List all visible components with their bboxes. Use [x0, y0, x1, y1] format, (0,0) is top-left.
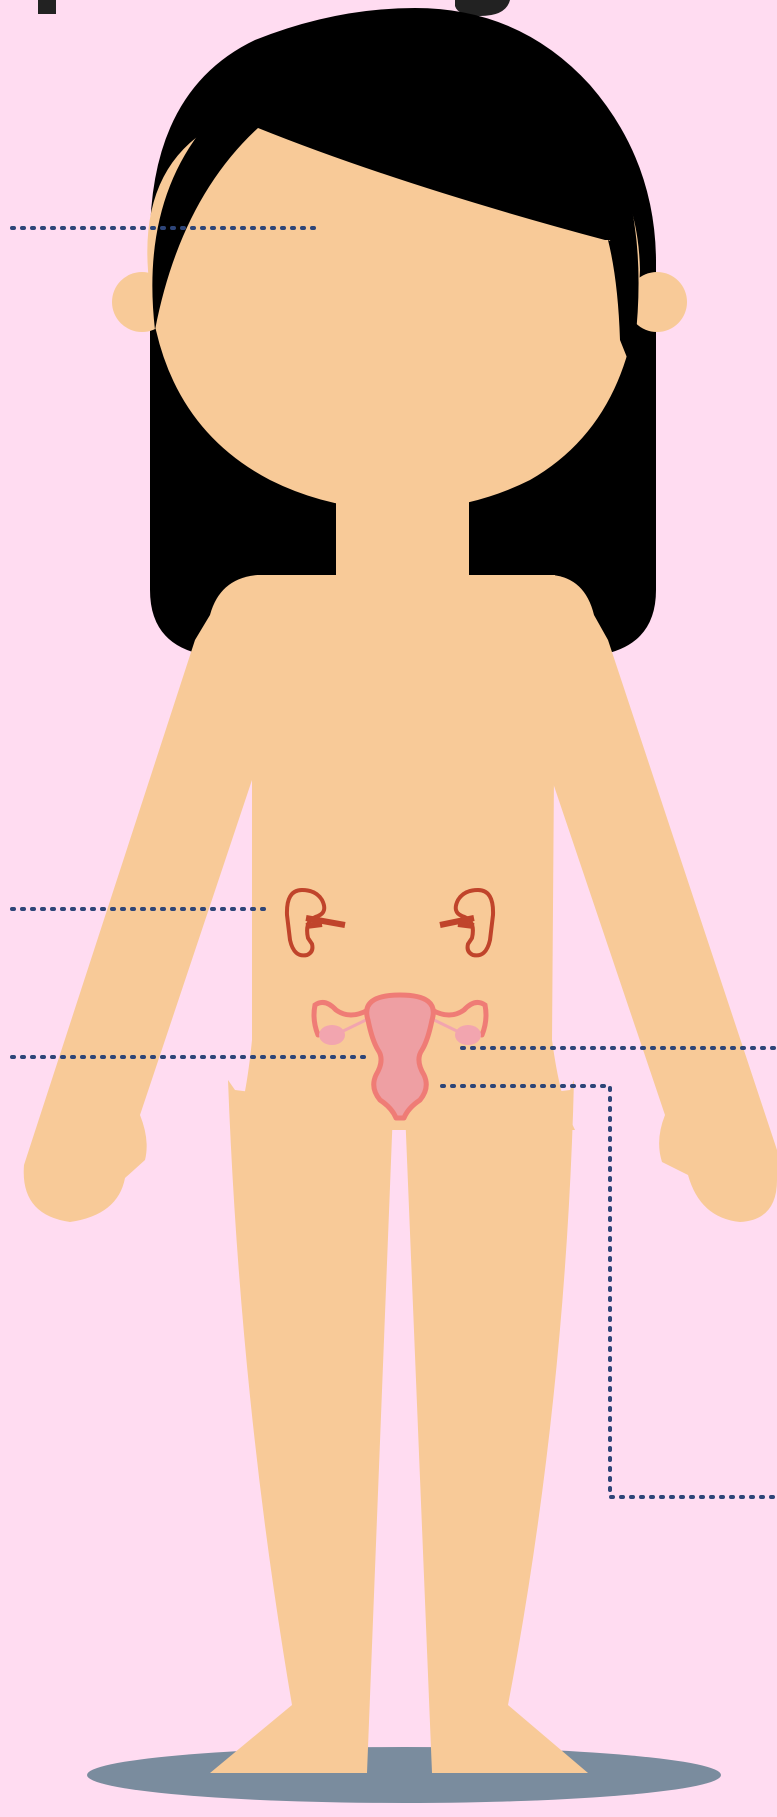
- right-ovary: [455, 1025, 481, 1045]
- left-ovary: [319, 1025, 345, 1045]
- floor-shadow: [87, 1747, 721, 1803]
